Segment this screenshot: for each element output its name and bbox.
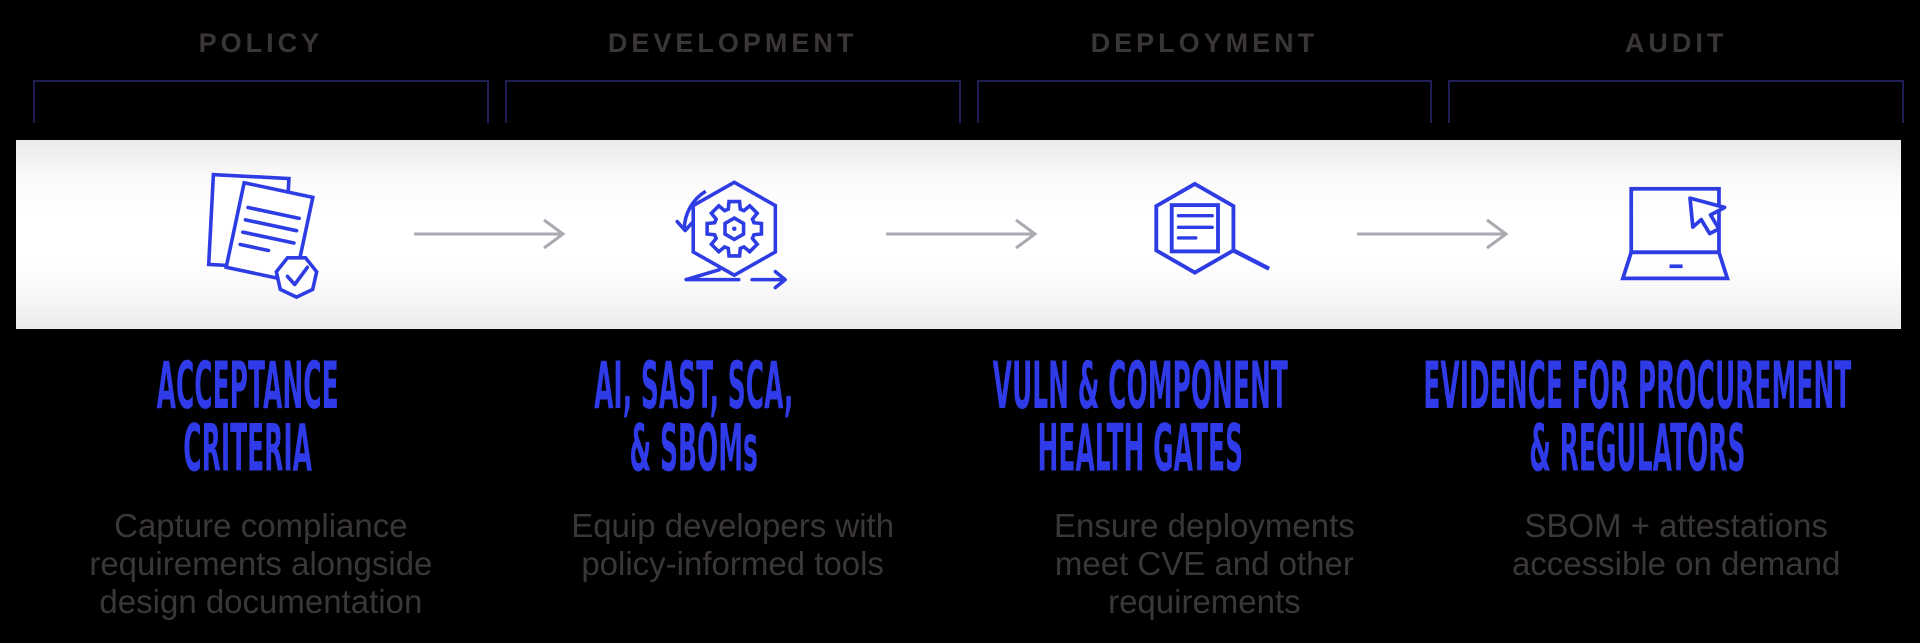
- laptop-cursor-icon: [1619, 186, 1730, 280]
- stage-label-deployment: DEPLOYMENT: [1090, 28, 1319, 58]
- stage-bracket-deployment: [976, 80, 1433, 123]
- stage-label-policy: POLICY: [198, 28, 324, 58]
- flow-arrow-icon: [1357, 218, 1509, 250]
- heading-evidence-procurement-regulators: EVIDENCE FOR PROCUREMENT & REGULATORS: [1423, 346, 1852, 487]
- stage-labels-row: POLICY DEVELOPMENT DEPLOYMENT AUDIT: [25, 29, 1912, 57]
- description-policy: Capture compliance requirements alongsid…: [89, 507, 433, 620]
- stage-bracket-audit: [1448, 80, 1904, 123]
- hexagon-scan-document-icon: [1154, 181, 1270, 275]
- flow-arrow-icon: [886, 218, 1038, 250]
- description-audit: SBOM + attestations accessible on demand: [1511, 507, 1841, 582]
- stage-icons-row: [25, 140, 1912, 329]
- heading-vuln-component-health-gates: VULN & COMPONENT HEALTH GATES: [992, 346, 1288, 487]
- stage-headings-row: ACCEPTANCE CRITERIA AI, SAST, SCA, & SBO…: [25, 346, 1912, 487]
- stage-brackets-row: [25, 80, 1912, 123]
- stage-label-development: DEVELOPMENT: [607, 28, 858, 58]
- heading-acceptance-criteria: ACCEPTANCE CRITERIA: [157, 346, 340, 487]
- dev-loop-gear-icon: [675, 179, 788, 289]
- stage-descriptions-row: Capture compliance requirements alongsid…: [25, 507, 1912, 621]
- stage-bracket-development: [504, 80, 961, 123]
- documents-check-icon: [207, 172, 319, 299]
- flow-arrow-icon: [414, 218, 566, 250]
- description-deployment: Ensure deployments meet CVE and other re…: [1053, 507, 1355, 620]
- stage-bracket-policy: [33, 80, 489, 123]
- description-development: Equip developers with policy-informed to…: [571, 507, 895, 582]
- heading-ai-sast-sca-sboms: AI, SAST, SCA, & SBOMs: [594, 346, 794, 487]
- stage-label-audit: AUDIT: [1624, 28, 1728, 58]
